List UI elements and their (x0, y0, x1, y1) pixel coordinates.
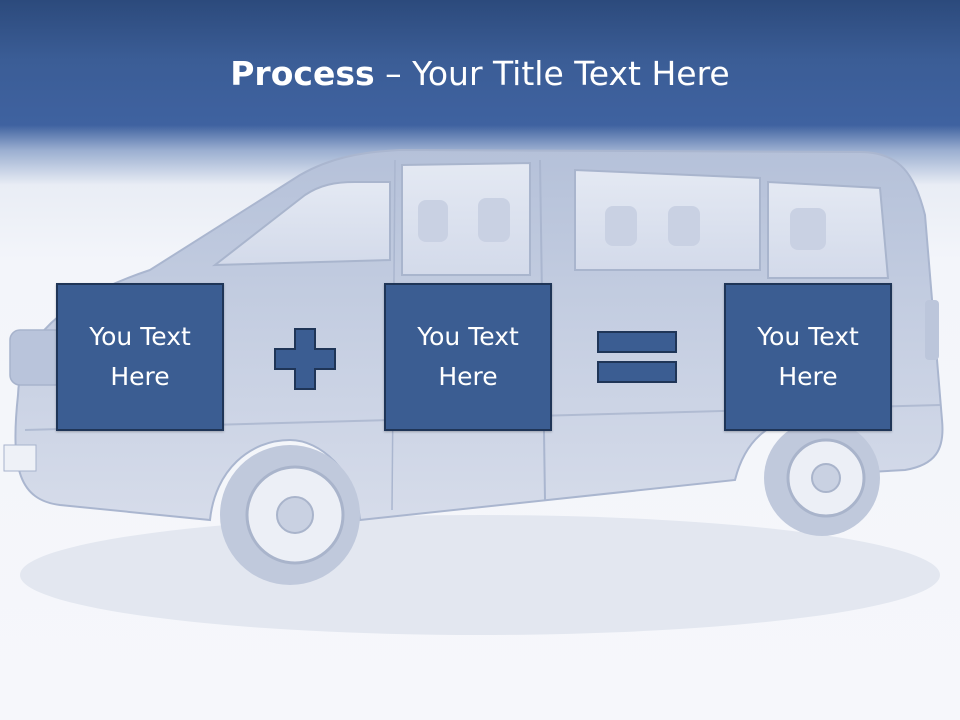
process-box-1-text: You Text Here (89, 322, 191, 391)
process-box-3[interactable]: You Text Here (724, 283, 892, 431)
plus-icon (274, 328, 336, 390)
title-rest-part: – Your Title Text Here (374, 54, 730, 93)
process-box-2[interactable]: You Text Here (384, 283, 552, 431)
process-box-2-text: You Text Here (417, 322, 519, 391)
title-bold-part: Process (230, 54, 375, 93)
equals-icon (597, 331, 677, 383)
process-box-3-text: You Text Here (757, 322, 859, 391)
slide-title: Process – Your Title Text Here (0, 52, 960, 96)
process-box-1[interactable]: You Text Here (56, 283, 224, 431)
